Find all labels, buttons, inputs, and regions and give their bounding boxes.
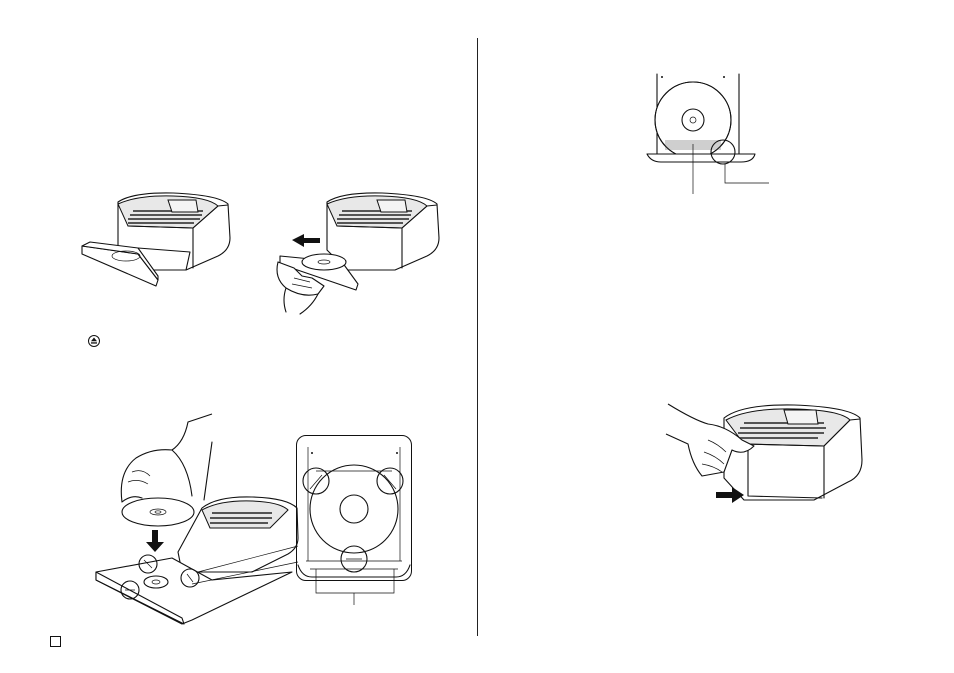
column-divider <box>477 38 478 636</box>
insert-disc-illustration <box>95 413 299 625</box>
push-tray-closed-illustration <box>665 403 863 503</box>
tray-detail-illustration <box>297 447 411 605</box>
tray-detail-frame <box>296 435 412 581</box>
printer-tray-open-illustration <box>81 192 231 287</box>
hand-pull-tray-illustration <box>276 192 440 315</box>
page-marker-square <box>50 636 61 647</box>
disc-on-tray-front-illustration <box>646 73 769 194</box>
eject-icon <box>88 335 100 347</box>
